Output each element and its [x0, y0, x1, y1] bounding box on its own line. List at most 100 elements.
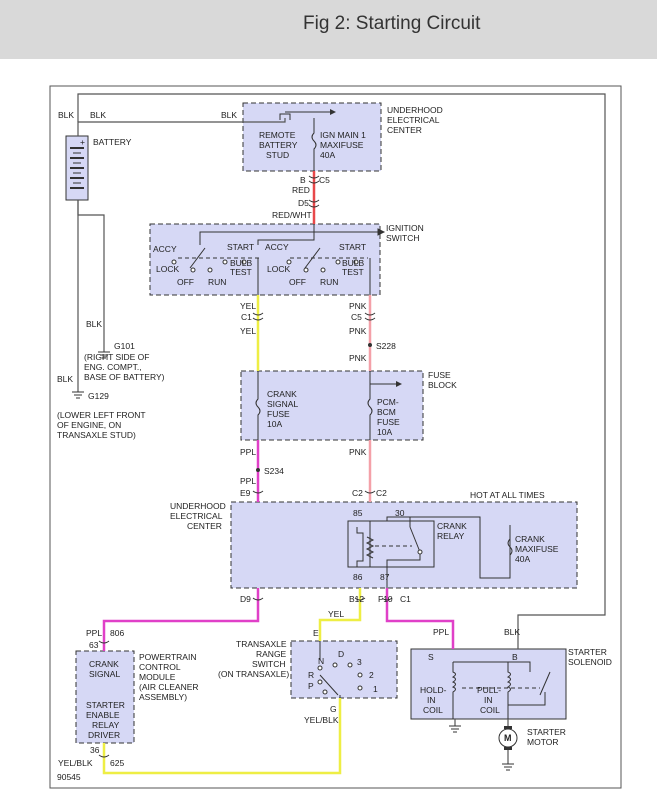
- label-g101-3: BASE OF BATTERY): [84, 372, 165, 382]
- label-remote-3: STUD: [266, 150, 289, 160]
- connector-d9: [252, 597, 264, 601]
- label-test-1: TEST: [230, 267, 252, 277]
- label-pnk-4: PNK: [349, 447, 367, 457]
- label-3: 3: [357, 657, 362, 667]
- label-ign-main-2: MAXIFUSE: [320, 140, 364, 150]
- label-e: E: [313, 628, 319, 638]
- label-starter-motor-1: STARTER: [527, 727, 566, 737]
- connector-e9: [252, 490, 264, 494]
- label-pnk-1: PNK: [349, 301, 367, 311]
- relay-87-path: [386, 552, 421, 588]
- wire-ppl-center-to-pcm: [102, 588, 260, 651]
- ignition-contact-left: [189, 247, 206, 269]
- page-title: Fig 2: Starting Circuit: [303, 13, 481, 34]
- label-uec-mid-2: ELECTRICAL: [170, 511, 223, 521]
- solenoid-bus: [453, 661, 531, 672]
- label-g101-2: ENG. COMPT.,: [84, 362, 142, 372]
- starter-motor-brush-bottom: [504, 747, 512, 750]
- label-pnk-2: PNK: [349, 326, 367, 336]
- label-c1-right: C1: [400, 594, 411, 604]
- label-g129-2: OF ENGINE, ON: [57, 420, 121, 430]
- starter-motor-brush-top: [504, 726, 512, 729]
- ground-symbol-hold-coil: [449, 725, 461, 733]
- wire-yel-relay-to-trs: [318, 588, 362, 641]
- hold-in-coil-symbol: [451, 662, 456, 719]
- label-trs-2: RANGE: [256, 649, 287, 659]
- label-off-2: OFF: [289, 277, 306, 287]
- label-1: 1: [373, 684, 378, 694]
- label-starter-enable-3: RELAY: [92, 720, 120, 730]
- relay-contact: [409, 526, 421, 553]
- transaxle-switch-box: [290, 640, 398, 699]
- label-g: G: [330, 704, 337, 714]
- label-crank-fuse-1: CRANK: [267, 389, 297, 399]
- label-start-1: START: [227, 242, 254, 252]
- label-hot-at-all-times: HOT AT ALL TIMES: [470, 490, 545, 500]
- label-ppl-3: PPL: [433, 627, 449, 637]
- label-starter-solenoid-2: SOLENOID: [568, 657, 612, 667]
- label-r: R: [308, 670, 314, 680]
- label-pin-30: 30: [395, 508, 405, 518]
- solenoid-contact: [539, 671, 551, 696]
- ign-main-fuse-symbol: [311, 118, 317, 171]
- label-blk-2: BLK: [90, 110, 106, 120]
- label-lock-1: LOCK: [156, 264, 179, 274]
- label-pcm-2: CONTROL: [139, 662, 181, 672]
- wire-ppl-relay-to-solenoid: [385, 588, 455, 649]
- label-n: N: [318, 656, 324, 666]
- label-625: 625: [110, 758, 124, 768]
- label-crank-relay-1: CRANK: [437, 521, 467, 531]
- label-crank-relay-2: RELAY: [437, 531, 465, 541]
- label-c2-a: C2: [352, 488, 363, 498]
- label-blk-1: BLK: [58, 110, 74, 120]
- connector-c5-mid: [364, 312, 376, 321]
- label-hold-1: HOLD-: [420, 685, 447, 695]
- label-pcm-3: MODULE: [139, 672, 176, 682]
- starter-solenoid-box: [410, 648, 567, 720]
- underhood-center-top-box: [242, 102, 382, 172]
- trs-contact: [319, 674, 339, 696]
- diagram-frame: [49, 85, 622, 789]
- label-pull-3: COIL: [480, 705, 500, 715]
- label-f10: F10: [378, 594, 393, 604]
- label-c5-mid: C5: [351, 312, 362, 322]
- label-g129-3: TRANSAXLE STUD): [57, 430, 136, 440]
- pcm-bcm-fuse-symbol: [367, 371, 373, 440]
- label-d9: D9: [240, 594, 251, 604]
- label-crank-fuse-4: 10A: [267, 419, 282, 429]
- wire-battery-to-starter-b: [77, 93, 606, 649]
- label-run-1: RUN: [208, 277, 226, 287]
- wire-battery-to-remote-stud: [77, 118, 286, 136]
- ignition-switch-box: [149, 223, 381, 296]
- label-pin-86: 86: [353, 572, 363, 582]
- pull-in-coil-symbol: [506, 662, 511, 719]
- label-accy-2: ACCY: [265, 242, 289, 252]
- label-run-2: RUN: [320, 277, 338, 287]
- label-b: B: [300, 175, 306, 185]
- label-806: 806: [110, 628, 124, 638]
- label-uec-mid-1: UNDERHOOD: [170, 501, 226, 511]
- label-e9: E9: [240, 488, 251, 498]
- stud-arrow: [330, 109, 336, 115]
- connector-f10: [381, 597, 393, 601]
- label-uec-mid-3: CENTER: [187, 521, 222, 531]
- connector-806: [98, 640, 110, 644]
- label-uec-top-3: CENTER: [387, 125, 422, 135]
- ignition-mid-link: [257, 232, 315, 245]
- label-b12: B12: [349, 594, 364, 604]
- relay-30-path: [386, 516, 411, 527]
- splice-s228: [368, 343, 372, 347]
- label-d: D: [338, 649, 344, 659]
- label-diagram-id: 90545: [57, 772, 81, 782]
- label-pcm-1: POWERTRAIN: [139, 652, 196, 662]
- label-starter-motor-2: MOTOR: [527, 737, 558, 747]
- label-s234: S234: [264, 466, 284, 476]
- label-remote-1: REMOTE: [259, 130, 296, 140]
- label-pnk-3: PNK: [349, 353, 367, 363]
- label-accy-1: ACCY: [153, 244, 177, 254]
- label-remote-2: BATTERY: [259, 140, 298, 150]
- label-g129-1: (LOWER LEFT FRONT: [57, 410, 146, 420]
- ground-symbol-g101: [98, 351, 110, 359]
- label-starter-enable-4: DRIVER: [88, 730, 120, 740]
